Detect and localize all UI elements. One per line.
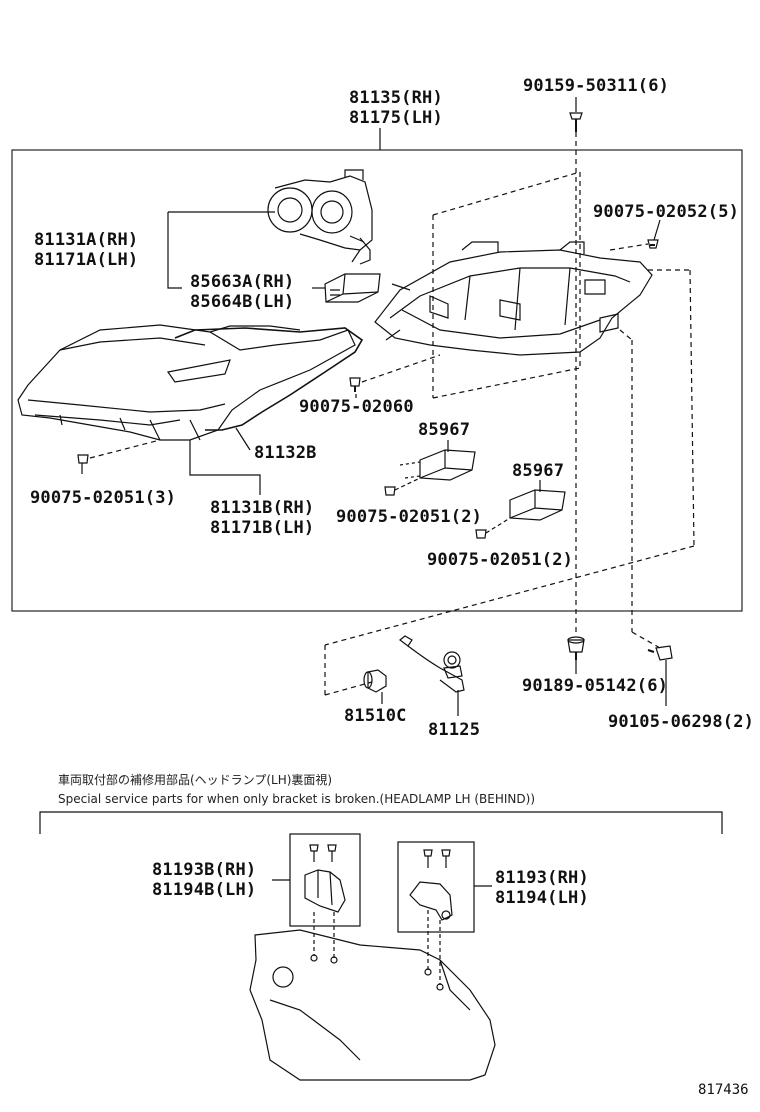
- label-bracket-lh: 81194(LH): [495, 888, 589, 908]
- label-assy-lh: 81175(LH): [349, 108, 443, 128]
- label-unit-a-rh: 81131A(RH): [34, 230, 139, 250]
- note-japanese: 車両取付部の補修用部品(ヘッドランプ(LH)裏面視): [58, 773, 333, 787]
- bracket-b-icon: [304, 844, 346, 913]
- headlamp-rear-view-icon: [249, 929, 496, 1081]
- screw-module-1-icon: [384, 486, 396, 496]
- label-ballast-lh: 85664B(LH): [190, 292, 295, 312]
- label-bulb: 81510C: [344, 706, 407, 726]
- label-unit-a-lh: 81171A(LH): [34, 250, 139, 270]
- gasket-icon: [174, 327, 364, 431]
- screw-mid-icon: [349, 377, 361, 387]
- label-ballast-rh: 85663A(RH): [190, 272, 295, 292]
- bracket-box: [397, 841, 475, 933]
- label-unit-b-lh: 81171B(LH): [210, 518, 315, 538]
- bolt-right-icon: [647, 645, 673, 661]
- figure-number: 817436: [698, 1082, 749, 1098]
- label-unit-b-rh: 81131B(RH): [210, 498, 315, 518]
- gasket-leader: [235, 427, 251, 451]
- label-bolt-right: 90105-06298(2): [608, 712, 755, 732]
- label-module-2: 85967: [512, 461, 565, 481]
- unit-a-leader: [167, 212, 182, 289]
- screw-top-icon: [569, 112, 583, 132]
- label-screw-right: 90075-02052(5): [593, 202, 740, 222]
- module-2-icon: [509, 489, 566, 521]
- label-screw-top: 90159-50311(6): [523, 76, 670, 96]
- label-bracket-b-rh: 81193B(RH): [152, 860, 257, 880]
- screw-module-2-icon: [475, 529, 487, 539]
- label-bracket-b-lh: 81194B(LH): [152, 880, 257, 900]
- label-screw-module-1: 90075-02051(2): [336, 507, 483, 527]
- bolt-center-icon: [567, 636, 585, 660]
- screw-left-icon: [77, 454, 89, 464]
- ballast-icon: [324, 273, 381, 303]
- bulb-icon: [363, 669, 387, 693]
- label-socket-wire: 81125: [428, 720, 481, 740]
- screw-right-icon: [647, 239, 659, 249]
- projector-unit-icon: [267, 169, 373, 265]
- bracket-b-box: [289, 833, 361, 927]
- housing-dash-box: [432, 171, 581, 399]
- label-gasket: 81132B: [254, 443, 317, 463]
- rear-housing-icon: [374, 241, 653, 356]
- label-bracket-rh: 81193(RH): [495, 868, 589, 888]
- label-module-1: 85967: [418, 420, 471, 440]
- label-screw-module-2: 90075-02051(2): [427, 550, 574, 570]
- assembly-frame: [11, 149, 743, 612]
- bracket-icon: [409, 849, 453, 921]
- label-bolt-center: 90189-05142(6): [522, 676, 669, 696]
- note-english: Special service parts for when only brac…: [58, 792, 536, 806]
- module-1-icon: [419, 449, 476, 481]
- unit-b-leader: [189, 440, 261, 495]
- bracket-section-frame: [39, 811, 723, 834]
- label-assy-rh: 81135(RH): [349, 88, 443, 108]
- socket-wire-icon: [399, 635, 465, 693]
- screw-right-leader: [653, 219, 661, 241]
- label-screw-mid: 90075-02060: [299, 397, 414, 417]
- headlamp-lens-icon: [17, 324, 356, 441]
- label-screw-left: 90075-02051(3): [30, 488, 177, 508]
